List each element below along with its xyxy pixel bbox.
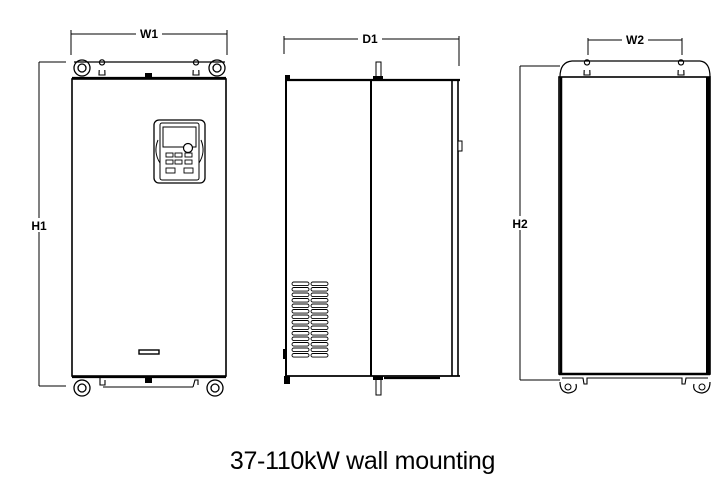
vent-slot: [310, 281, 329, 287]
vent-slot: [310, 336, 329, 342]
vent-slot: [291, 347, 310, 353]
ventilation-grille: [291, 281, 329, 358]
h1-label: H1: [31, 219, 47, 233]
front-view: W1 H1: [28, 26, 228, 397]
vent-slot: [291, 287, 310, 292]
h2-label: H2: [512, 217, 528, 231]
bottom-mounting-bracket: [72, 375, 226, 397]
knob-icon: [182, 142, 194, 154]
vent-slot: [310, 314, 329, 320]
keyhole-icon: [583, 59, 591, 76]
vent-slot: [310, 298, 329, 303]
vent-slot: [291, 353, 310, 358]
vent-slot: [310, 325, 329, 331]
vent-slot: [310, 342, 329, 347]
w2-label: W2: [626, 33, 644, 47]
vent-slot: [291, 309, 310, 314]
rear-view: W2 H2: [509, 33, 711, 394]
vent-slot: [291, 298, 310, 303]
vent-slot: [291, 325, 310, 331]
lifting-ring-icon: [206, 379, 224, 397]
vent-slot: [291, 331, 310, 336]
vent-slot: [291, 336, 310, 342]
rear-bottom-bracket: [559, 377, 711, 394]
d1-label: D1: [362, 32, 378, 46]
w1-dimension: W1: [70, 26, 228, 55]
vent-slot: [310, 331, 329, 336]
top-mounting-bracket: [72, 59, 226, 80]
d1-dimension: D1: [283, 31, 460, 66]
vent-slot: [291, 342, 310, 347]
keyhole-icon: [677, 59, 685, 76]
display-screen: [162, 126, 197, 148]
h1-dimension: H1: [28, 61, 66, 387]
vent-slot: [291, 314, 310, 320]
rear-enclosure: [558, 76, 711, 375]
vent-slot: [310, 347, 329, 353]
w2-dimension: W2: [587, 33, 683, 55]
mounting-screw-icon: [375, 61, 382, 79]
handle-slot: [138, 349, 160, 355]
vent-slot: [291, 320, 310, 325]
vent-slot: [310, 303, 329, 309]
vent-slot: [310, 287, 329, 292]
rear-top-bracket: [559, 59, 711, 78]
vent-slot: [291, 292, 310, 298]
vent-slot: [291, 281, 310, 287]
w1-label: W1: [140, 27, 158, 41]
figure-caption: 37-110kW wall mounting: [229, 447, 496, 475]
vent-slot: [291, 303, 310, 309]
side-view: D1: [283, 31, 463, 396]
vent-slot: [310, 320, 329, 325]
mounting-screw-icon: [375, 378, 382, 396]
vent-slot: [310, 309, 329, 314]
vent-slot: [310, 292, 329, 298]
lifting-ring-icon: [73, 379, 91, 397]
h2-dimension: H2: [509, 65, 560, 381]
keypad-panel: [153, 119, 206, 184]
vent-slot: [310, 353, 329, 358]
